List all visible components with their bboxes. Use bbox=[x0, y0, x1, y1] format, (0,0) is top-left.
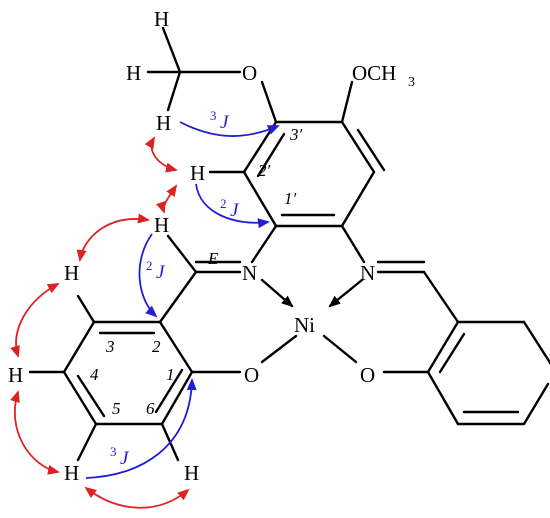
e-isomer-label: E bbox=[207, 249, 219, 268]
methoxy-group-right: OCH bbox=[352, 61, 396, 85]
aromatic-hydrogen-4: H bbox=[8, 363, 23, 387]
two-bond-j-left: J bbox=[156, 262, 166, 283]
noesy-arrow-h3-h4 bbox=[10, 283, 60, 358]
atom-labels: H H H O OCH 3 H H N N Ni H H O O H H bbox=[8, 7, 415, 485]
position-3prime: 3′ bbox=[289, 125, 303, 144]
phenoxy-oxygen-left: O bbox=[244, 363, 259, 387]
imine-hydrogen: H bbox=[154, 213, 169, 237]
methyl-hydrogen-top: H bbox=[154, 7, 169, 31]
aromatic-hydrogen-2prime: H bbox=[190, 161, 205, 185]
three-bond-superscript-top: 3 bbox=[210, 108, 217, 123]
position-2: 2 bbox=[152, 337, 161, 356]
two-bond-superscript-top: 2 bbox=[220, 196, 227, 211]
nickel-center: Ni bbox=[294, 313, 315, 337]
two-bond-superscript-left: 2 bbox=[146, 258, 153, 273]
three-bond-coupling-arrow-top bbox=[179, 121, 280, 137]
position-4: 4 bbox=[90, 365, 99, 384]
methoxy-subscript: 3 bbox=[408, 75, 415, 90]
noesy-arrow-h2prime-imine bbox=[156, 184, 178, 214]
noesy-arrow-imine-h3 bbox=[76, 213, 150, 262]
aromatic-hydrogen-3: H bbox=[64, 261, 79, 285]
position-2prime: 2′ bbox=[258, 161, 271, 180]
position-numbers: E 3′ 2′ 1′ 3 2 4 1 5 6 bbox=[90, 125, 303, 418]
aromatic-hydrogen-6: H bbox=[184, 461, 199, 485]
position-6: 6 bbox=[146, 399, 155, 418]
imine-nitrogen-left: N bbox=[242, 261, 257, 285]
methoxy-oxygen: O bbox=[242, 61, 257, 85]
hmbc-correlations: 3 J 2 J 2 J 3 J bbox=[85, 108, 280, 479]
two-bond-j-top: J bbox=[230, 200, 240, 221]
noesy-correlations bbox=[10, 136, 190, 509]
position-5: 5 bbox=[112, 399, 121, 418]
noesy-arrow-h5-h6 bbox=[84, 486, 190, 509]
two-bond-coupling-arrow-left bbox=[138, 233, 158, 318]
methyl-hydrogen-left: H bbox=[126, 61, 141, 85]
phenoxy-oxygen-right: O bbox=[360, 363, 375, 387]
two-bond-coupling-arrow-top bbox=[195, 183, 270, 229]
noesy-arrow-methyl-h2prime bbox=[144, 136, 178, 173]
bond-lines bbox=[28, 26, 550, 462]
position-3: 3 bbox=[105, 337, 115, 356]
three-bond-j-bottom: J bbox=[120, 448, 130, 469]
methyl-hydrogen-bottom: H bbox=[156, 111, 171, 135]
aromatic-hydrogen-5: H bbox=[64, 461, 79, 485]
imine-nitrogen-right: N bbox=[360, 261, 375, 285]
three-bond-j-top: J bbox=[220, 112, 230, 133]
three-bond-superscript-bottom: 3 bbox=[110, 444, 117, 459]
position-1: 1 bbox=[166, 365, 175, 384]
three-bond-coupling-arrow-bottom bbox=[85, 378, 197, 479]
position-1prime: 1′ bbox=[284, 189, 297, 208]
noesy-arrow-h4-h5 bbox=[10, 390, 60, 475]
